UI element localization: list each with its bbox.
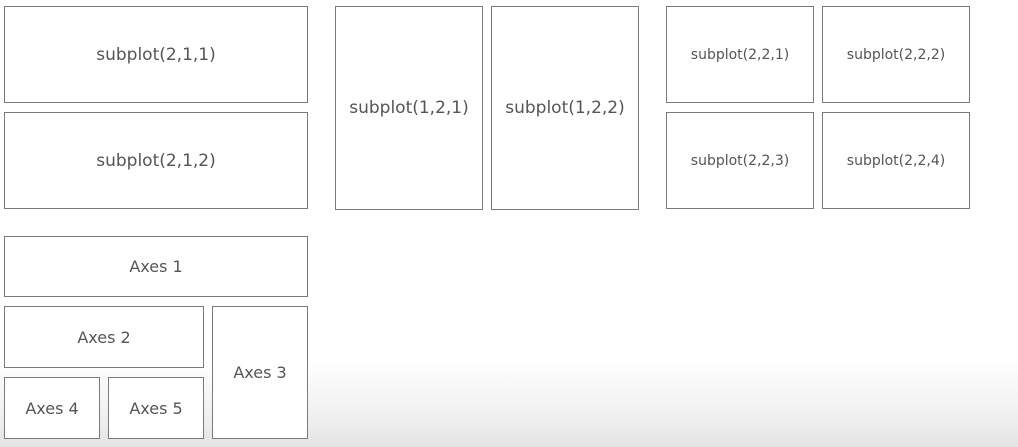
subplot-2-2-2-box: subplot(2,2,2) [822, 6, 970, 103]
axes-3-label: Axes 3 [233, 363, 287, 382]
subplot-2-2-4-box: subplot(2,2,4) [822, 112, 970, 209]
subplot-2-2-4-label: subplot(2,2,4) [846, 152, 946, 169]
axes-4-box: Axes 4 [4, 377, 100, 439]
axes-2-box: Axes 2 [4, 306, 204, 368]
subplot-2-1-2-label: subplot(2,1,2) [96, 150, 216, 171]
subplot-2-1-1-label: subplot(2,1,1) [96, 44, 216, 65]
subplot-2-2-1-box: subplot(2,2,1) [666, 6, 814, 103]
axes-5-box: Axes 5 [108, 377, 204, 439]
subplot-2-2-3-box: subplot(2,2,3) [666, 112, 814, 209]
axes-1-box: Axes 1 [4, 236, 308, 297]
subplot-1-2-2-box: subplot(1,2,2) [491, 6, 639, 210]
subplot-2-2-3-label: subplot(2,2,3) [690, 152, 790, 169]
axes-2-label: Axes 2 [77, 327, 131, 347]
axes-1-label: Axes 1 [129, 257, 183, 276]
subplot-2-2-1-label: subplot(2,2,1) [690, 46, 790, 63]
subplot-2-1-1-box: subplot(2,1,1) [4, 6, 308, 103]
subplot-2-2-2-label: subplot(2,2,2) [846, 46, 946, 63]
axes-4-label: Axes 4 [25, 398, 79, 418]
axes-5-label: Axes 5 [129, 398, 183, 418]
subplot-2-1-2-box: subplot(2,1,2) [4, 112, 308, 209]
subplot-1-2-1-box: subplot(1,2,1) [335, 6, 483, 210]
subplot-1-2-1-label: subplot(1,2,1) [349, 98, 469, 118]
subplot-1-2-2-label: subplot(1,2,2) [505, 98, 625, 118]
axes-3-box: Axes 3 [212, 306, 308, 439]
